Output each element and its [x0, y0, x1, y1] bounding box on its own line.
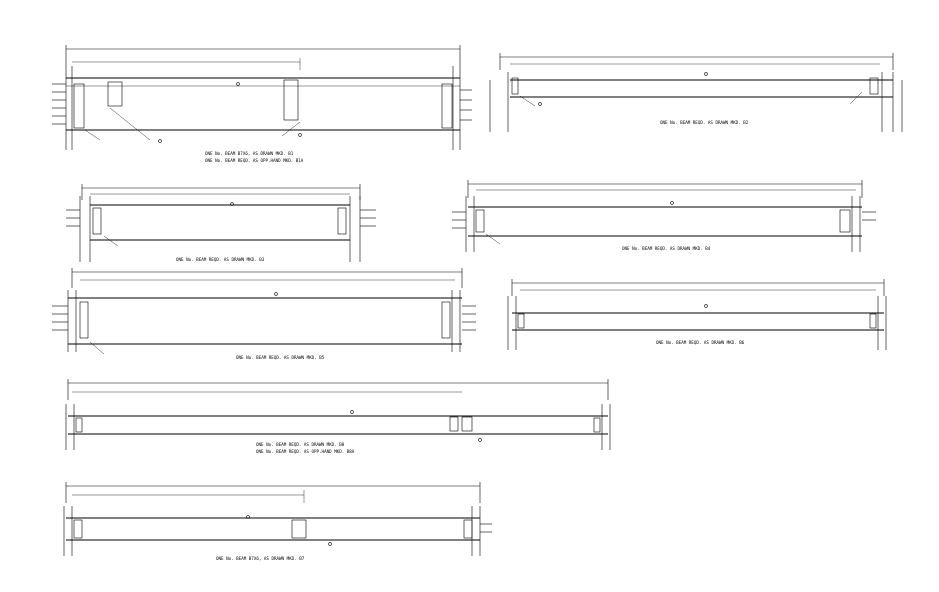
caption-b5: ONE No. BEAM REQD. AS DRAWN MKD. B5 [236, 355, 325, 360]
caption-b3: ONE No. BEAM REQD. AS DRAWN MKD. B3 [176, 257, 265, 262]
caption-b4: ONE No. BEAM REQD. AS DRAWN MKD. B4 [622, 246, 711, 251]
beam-b8-detail [65, 379, 611, 450]
beam-b2-detail [489, 53, 903, 132]
beam-b6-detail [507, 279, 887, 350]
caption-b7: ONE No. BEAM B7X6, AS DRAWN MKD. B7 [216, 556, 305, 561]
caption-b8-line1: ONE No. BEAM REQD. AS DRAWN MKD. B8 [256, 442, 345, 447]
caption-b1-line2: ONE No. BEAM REQD. AS OPP.HAND MKD. B1A [205, 158, 304, 163]
caption-b6: ONE No. BEAM REQD. AS DRAWN MKD. B6 [656, 340, 745, 345]
caption-b8-line2: ONE No. BEAM REQD. AS OPP.HAND MKD. B8A [256, 449, 355, 454]
caption-b2: ONE No. BEAM REQD. AS DRAWN MKD. B2 [660, 120, 749, 125]
caption-b1-line1: ONE No. BEAM B7X6, AS DRAWN MKD. B1 [205, 151, 294, 156]
beam-b1-detail [52, 45, 472, 150]
beam-b3-detail [66, 184, 376, 262]
beam-b5-detail [52, 268, 476, 355]
beam-b4-detail [452, 180, 876, 252]
beam-b7-detail [63, 482, 492, 556]
